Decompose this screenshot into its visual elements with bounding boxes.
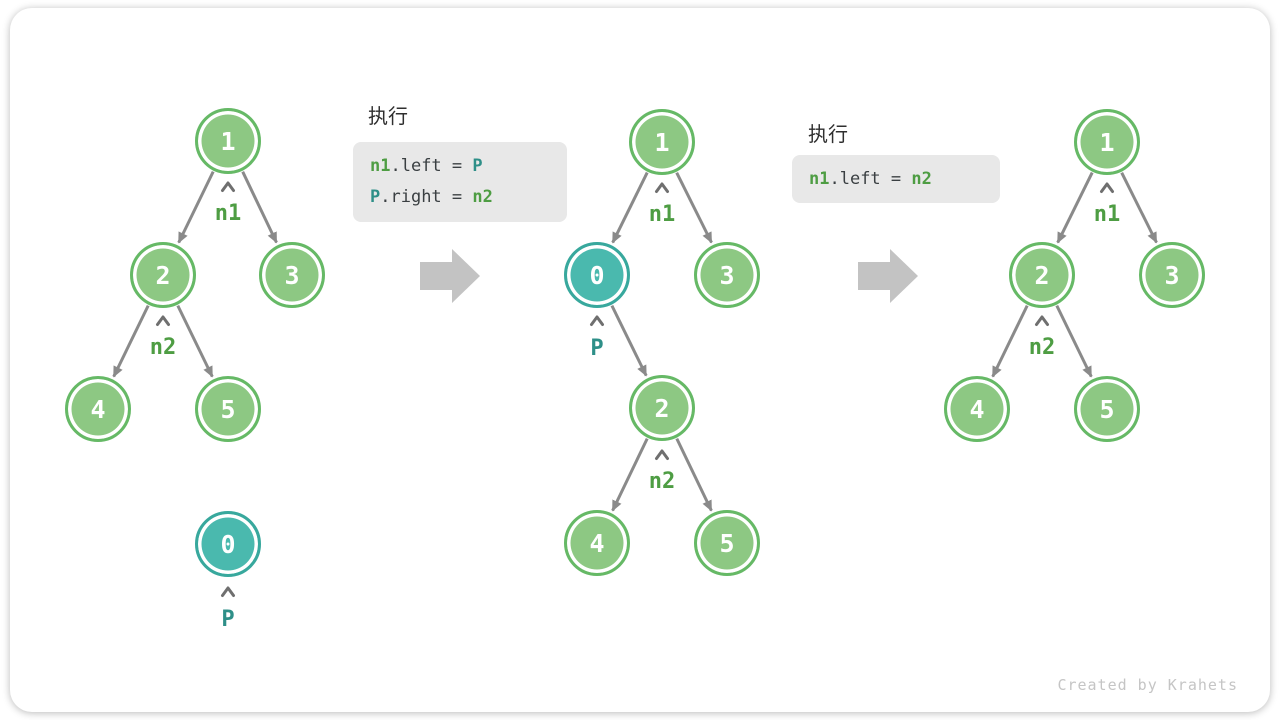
step-arrow-icon <box>858 249 918 303</box>
code-keyword: n2 <box>472 187 493 207</box>
code-line: n1.left = P <box>370 151 567 182</box>
pointer-label-n1: n1 <box>214 201 242 226</box>
tree-edge <box>112 304 150 378</box>
tree-node-left-detached-0: 0 <box>195 511 261 577</box>
pointer-label-n2: n2 <box>1028 335 1056 360</box>
tree-node-left-1: 1 <box>195 108 261 174</box>
watermark: Created by Krahets <box>1057 676 1238 694</box>
pointer-label-n1: n1 <box>1093 202 1121 227</box>
tree-node-middle-5: 5 <box>694 510 760 576</box>
tree-node-right-1: 1 <box>1074 109 1140 175</box>
tree-node-middle-3: 3 <box>694 242 760 308</box>
pointer-label-n2: n2 <box>149 335 177 360</box>
tree-node-left-2: 2 <box>130 242 196 308</box>
code-text: .left = <box>390 156 473 176</box>
up-caret-icon <box>1035 315 1049 326</box>
pointer-label-n1: n1 <box>648 202 676 227</box>
code-text: .right = <box>380 187 473 207</box>
up-caret-icon <box>655 449 669 460</box>
code-keyword: P <box>370 187 381 207</box>
code-header: 执行 <box>368 106 408 128</box>
tree-edge <box>1120 172 1158 244</box>
code-block: n1.left = P P.right = n2 <box>353 142 567 222</box>
pointer-label-p: P <box>590 336 604 361</box>
tree-node-left-5: 5 <box>195 376 261 442</box>
tree-edge <box>611 171 649 244</box>
up-caret-icon <box>221 181 235 192</box>
tree-node-right-5: 5 <box>1074 376 1140 442</box>
tree-node-middle-2: 2 <box>629 375 695 441</box>
tree-edge <box>176 304 214 378</box>
tree-node-middle-0: 0 <box>564 242 630 308</box>
pointer-label-n2: n2 <box>648 469 676 494</box>
code-line: n1.left = n2 <box>809 164 1000 195</box>
tree-node-right-2: 2 <box>1009 242 1075 308</box>
tree-edge <box>1055 304 1093 378</box>
code-block: n1.left = n2 <box>792 155 1000 203</box>
tree-node-left-3: 3 <box>259 242 325 308</box>
code-keyword: P <box>472 156 483 176</box>
tree-edge <box>610 304 648 377</box>
tree-edge <box>241 171 278 244</box>
tree-node-middle-1: 1 <box>629 109 695 175</box>
code-keyword: n2 <box>911 168 932 189</box>
tree-edge <box>611 437 649 512</box>
tree-node-right-3: 3 <box>1139 242 1205 308</box>
up-caret-icon <box>221 586 235 597</box>
tree-edge <box>177 170 215 244</box>
tree-node-middle-4: 4 <box>564 510 630 576</box>
up-caret-icon <box>1100 182 1114 193</box>
pointer-label-p: P <box>221 607 235 632</box>
tree-edge <box>675 172 713 244</box>
up-caret-icon <box>655 182 669 193</box>
code-text: .left = <box>829 168 912 189</box>
code-keyword: n1 <box>809 168 830 189</box>
code-keyword: n1 <box>370 156 391 176</box>
up-caret-icon <box>590 315 604 326</box>
up-caret-icon <box>156 315 170 326</box>
tree-edge <box>1056 171 1094 244</box>
tree-edge <box>991 304 1029 378</box>
tree-node-right-4: 4 <box>944 376 1010 442</box>
tree-edge <box>675 437 713 512</box>
tree-node-left-4: 4 <box>65 376 131 442</box>
code-line: P.right = n2 <box>370 182 567 213</box>
code-header: 执行 <box>808 124 848 146</box>
step-arrow-icon <box>420 249 480 303</box>
